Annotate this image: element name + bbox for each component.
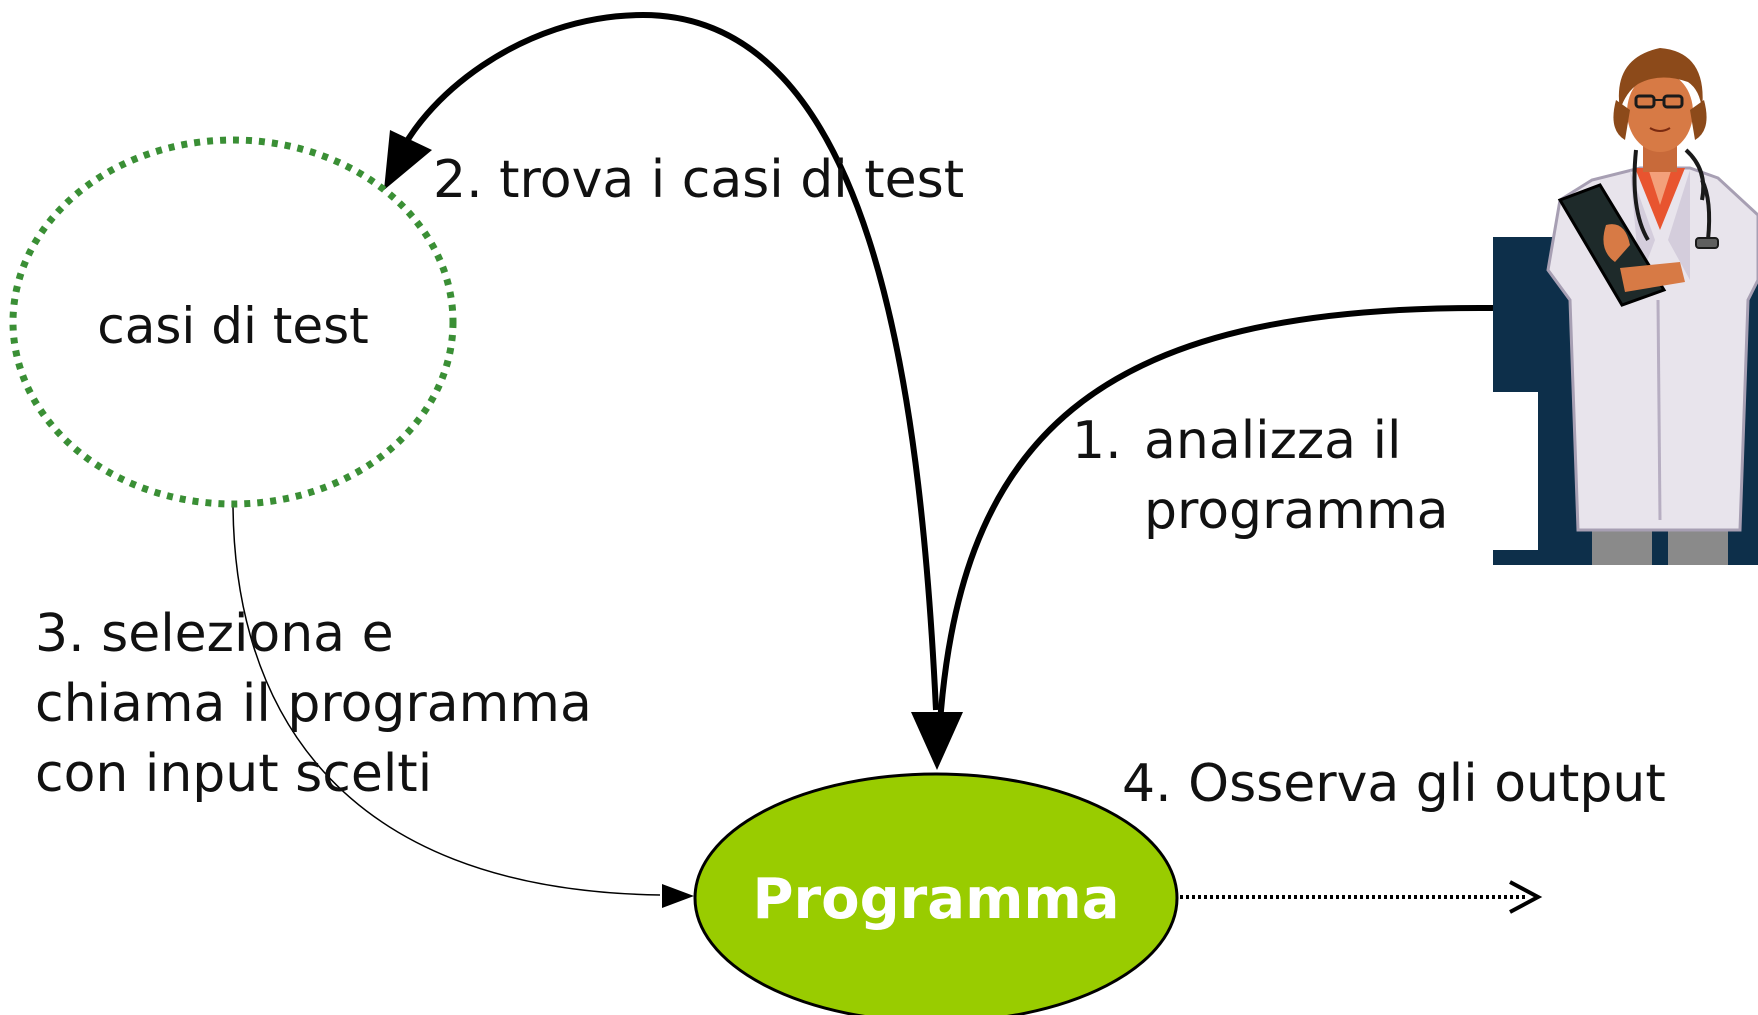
step4-label: 4. Osserva gli output	[1122, 754, 1666, 814]
node-program	[693, 772, 1179, 1015]
arrowhead-output	[1509, 880, 1543, 914]
step1-line1: analizza il	[1144, 411, 1401, 471]
edge-find-test-cases	[392, 11, 939, 711]
step3-line1: 3. seleziona e	[35, 604, 394, 664]
illustration-backdrop-notch	[1493, 392, 1538, 550]
edge-analyze-program	[935, 304, 1494, 761]
doctor-illustration	[1546, 48, 1758, 565]
arrowhead-call-program	[662, 884, 694, 908]
step3-line3: con input scelti	[35, 744, 432, 804]
node-test-cases	[9, 136, 457, 508]
node-test-cases-label: casi di test	[97, 297, 369, 355]
node-program-label: Programma	[752, 867, 1119, 932]
step2-label: 2. trova i casi di test	[433, 150, 964, 210]
step1-line2: programma	[1144, 481, 1448, 541]
edge-call-program	[232, 506, 661, 896]
arrowhead-to-program	[911, 712, 963, 770]
step3-line2: chiama il programma	[35, 674, 592, 734]
step1-number: 1.	[1072, 411, 1122, 471]
arrowhead-to-test-cases	[384, 130, 432, 190]
